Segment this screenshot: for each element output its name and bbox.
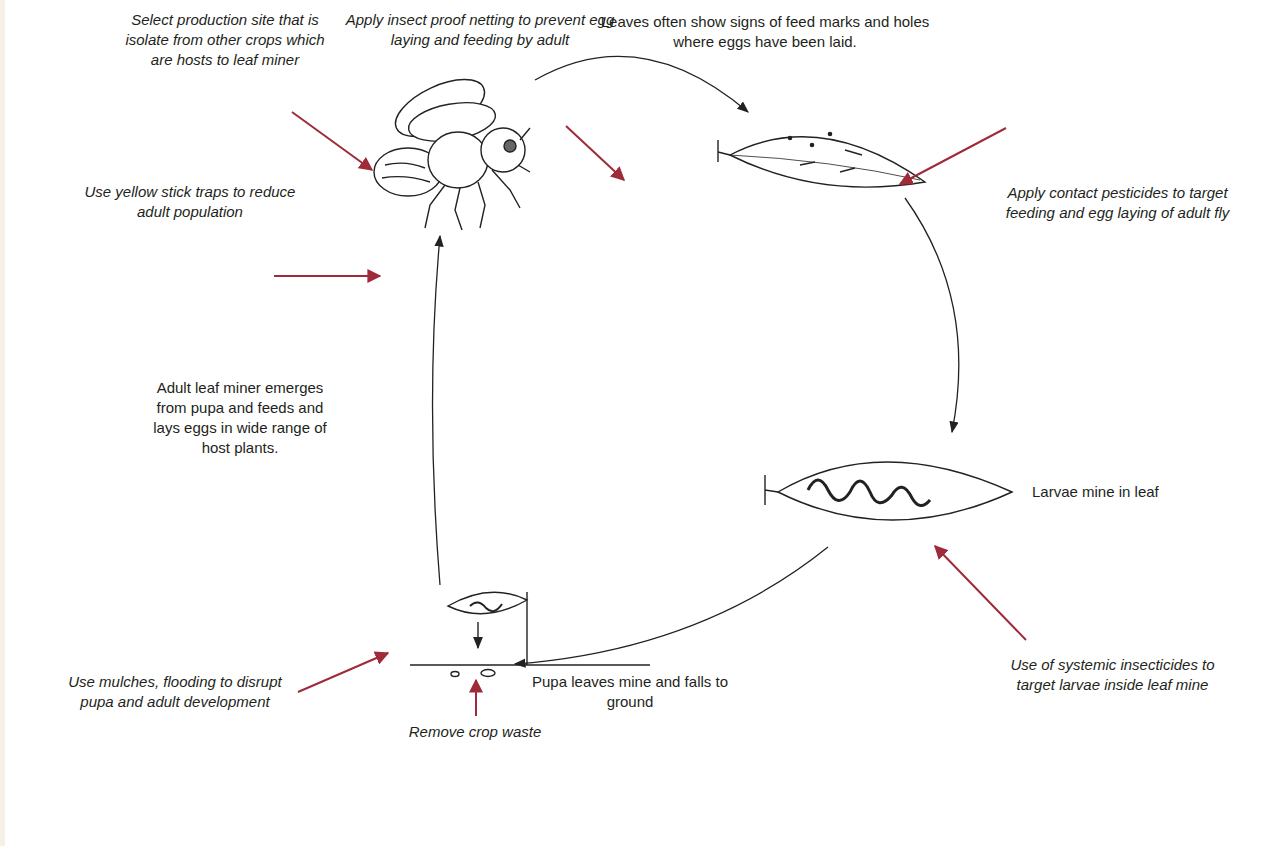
stage-note: Pupa leaves mine and falls to ground [530,672,730,712]
control-arrow [274,112,1026,716]
control-note: Apply contact pesticides to target feedi… [1000,183,1235,223]
stage-note: Larvae mine in leaf [1032,482,1192,502]
stage-note: Leaves often show signs of feed marks an… [600,12,930,52]
page-strip [0,0,5,846]
control-note: Remove crop waste [380,722,570,742]
control-note: Use mulches, flooding to disrupt pupa an… [60,672,290,712]
stage-note: Adult leaf miner emerges from pupa and f… [150,378,330,458]
leaf-with-feed-marks [718,132,925,187]
leaf-with-larval-mine [765,462,1012,520]
cycle-arrow [433,56,959,664]
control-note: Use yellow stick traps to reduce adult p… [80,182,300,222]
control-note: Select production site that is isolate f… [115,10,335,70]
control-note: Use of systemic insecticides to target l… [1005,655,1220,695]
adult-fly [374,68,530,230]
ground-with-pupae [410,592,650,677]
control-note: Apply insect proof netting to prevent eg… [330,10,630,50]
